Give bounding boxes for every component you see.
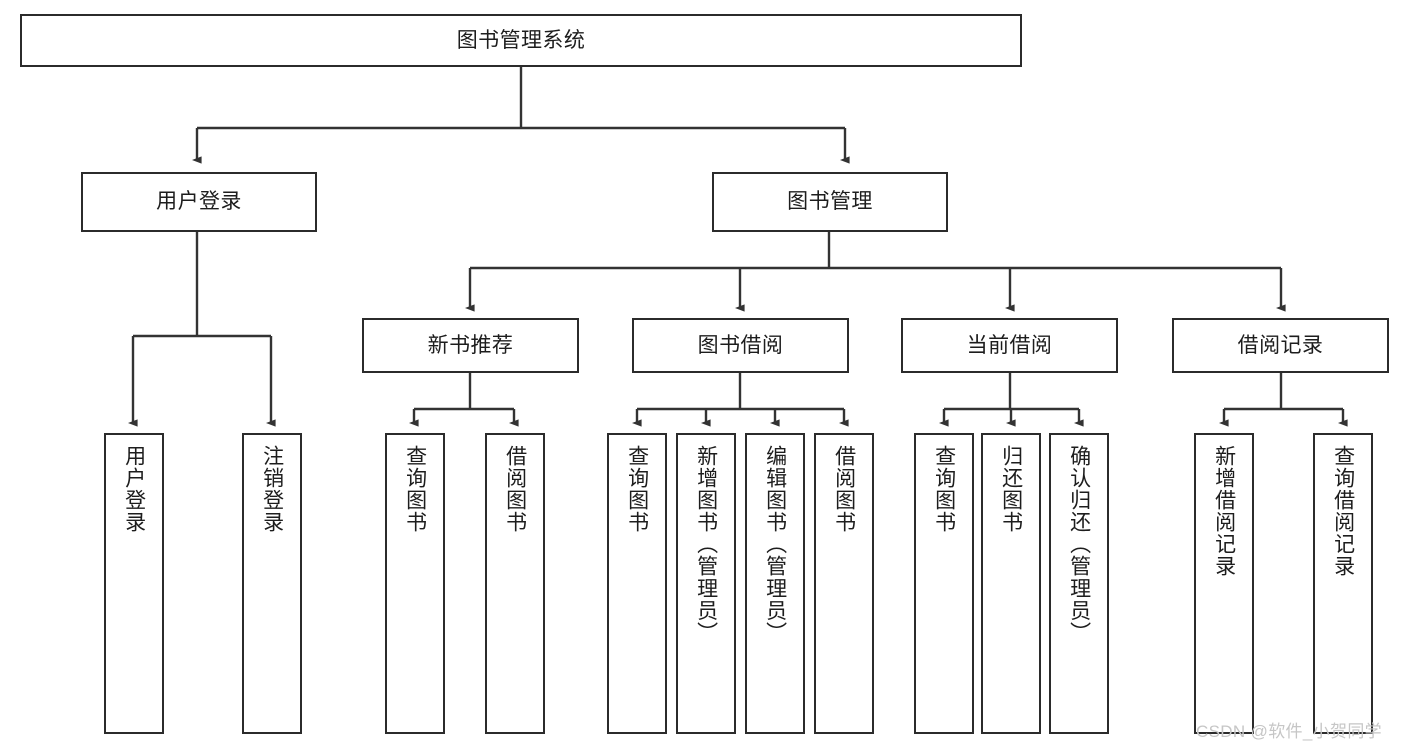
- node-label: 用户登录: [122, 445, 146, 534]
- node-label: 确认归还（管理员）: [1067, 445, 1091, 644]
- leaf-logout-login[interactable]: 注销登录: [242, 433, 302, 734]
- node-label: 新增图书（管理员）: [694, 445, 718, 644]
- node-current-borrow[interactable]: 当前借阅: [901, 318, 1118, 373]
- leaf-edit-book-admin[interactable]: 编辑图书（管理员）: [745, 433, 805, 734]
- leaf-borrow-book-2[interactable]: 借阅图书: [814, 433, 874, 734]
- node-user-login[interactable]: 用户登录: [81, 172, 317, 232]
- node-label: 编辑图书（管理员）: [763, 445, 787, 644]
- leaf-add-book-admin[interactable]: 新增图书（管理员）: [676, 433, 736, 734]
- leaf-user-login[interactable]: 用户登录: [104, 433, 164, 734]
- node-label: 借阅图书: [503, 445, 527, 534]
- node-label: 查询图书: [625, 445, 649, 534]
- node-label: 归还图书: [999, 445, 1023, 534]
- node-label: 查询图书: [932, 445, 956, 534]
- node-label: 查询借阅记录: [1331, 445, 1355, 578]
- node-borrow-record[interactable]: 借阅记录: [1172, 318, 1389, 373]
- node-label: 借阅图书: [832, 445, 856, 534]
- node-new-book-recommend[interactable]: 新书推荐: [362, 318, 579, 373]
- node-label: 注销登录: [260, 445, 284, 534]
- node-label: 图书借阅: [697, 333, 784, 357]
- leaf-confirm-return-admin[interactable]: 确认归还（管理员）: [1049, 433, 1109, 734]
- node-book-borrow[interactable]: 图书借阅: [632, 318, 849, 373]
- node-label: 图书管理: [787, 190, 873, 214]
- leaf-query-book-2[interactable]: 查询图书: [607, 433, 667, 734]
- node-label: 用户登录: [156, 190, 242, 214]
- node-root-system[interactable]: 图书管理系统: [20, 14, 1022, 67]
- watermark-text: CSDN @软件_小贺同学: [1196, 722, 1383, 741]
- leaf-query-book-3[interactable]: 查询图书: [914, 433, 974, 734]
- leaf-query-book-1[interactable]: 查询图书: [385, 433, 445, 734]
- node-label: 查询图书: [403, 445, 427, 534]
- node-label: 借阅记录: [1237, 333, 1324, 357]
- leaf-borrow-book-1[interactable]: 借阅图书: [485, 433, 545, 734]
- node-label: 新书推荐: [427, 333, 514, 357]
- leaf-query-borrow-record[interactable]: 查询借阅记录: [1313, 433, 1373, 734]
- node-label: 新增借阅记录: [1212, 445, 1236, 578]
- node-book-manage[interactable]: 图书管理: [712, 172, 948, 232]
- node-label: 图书管理系统: [456, 28, 586, 52]
- leaf-return-book[interactable]: 归还图书: [981, 433, 1041, 734]
- node-label: 当前借阅: [966, 333, 1053, 357]
- leaf-add-borrow-record[interactable]: 新增借阅记录: [1194, 433, 1254, 734]
